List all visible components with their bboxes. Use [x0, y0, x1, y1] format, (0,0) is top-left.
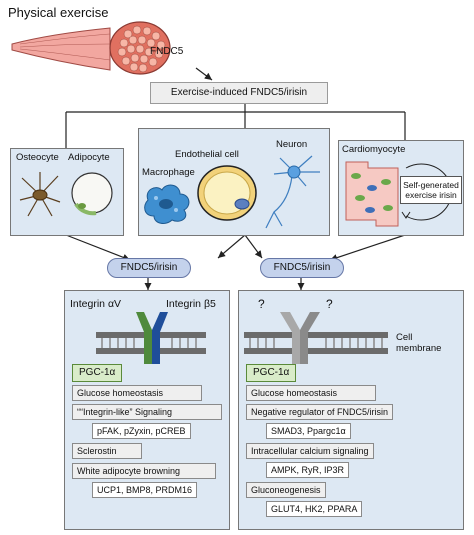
left-subitem: UCP1, BMP8, PRDM16	[92, 482, 198, 498]
right-item: Intracellular calcium signaling	[246, 443, 374, 459]
left-subitem: pFAK, pZyxin, pCREB	[92, 423, 191, 439]
neuron-icon	[265, 155, 320, 229]
cell-membrane-label: Cell membrane	[396, 332, 442, 354]
page-title: Physical exercise	[8, 5, 109, 20]
left-irisin-pill: FNDC5/irisin	[107, 258, 191, 278]
central-box: Exercise-induced FNDC5/irisin	[150, 82, 328, 104]
question-mark-right: ?	[326, 297, 333, 311]
left-pgc-box: PGC-1α	[72, 364, 123, 382]
right-irisin-pill: FNDC5/irisin	[260, 258, 344, 278]
integrin-b5-label: Integrin β5	[166, 298, 216, 310]
macrophage-label: Macrophage	[142, 167, 195, 178]
left-item: White adipocyte browning	[72, 463, 216, 479]
left-item: Sclerostin	[72, 443, 142, 459]
neuron-label: Neuron	[276, 139, 308, 150]
adipocyte-label: Adipocyte	[68, 152, 110, 163]
unknown-receptor-membrane-icon	[244, 312, 388, 364]
left-item: Glucose homeostasis	[72, 385, 202, 401]
osteocyte-icon	[19, 172, 61, 217]
cardiomyocyte-label: Cardiomyocyte	[342, 144, 406, 155]
question-mark-left: ?	[258, 297, 265, 311]
integrin-membrane-icon	[96, 312, 206, 364]
left-cells-box	[10, 148, 124, 236]
right-item: Gluconeogenesis	[246, 482, 326, 498]
right-subitem: AMPK, RyR, IP3R	[266, 462, 350, 478]
fndc5-label: FNDC5	[150, 46, 184, 57]
left-item: ““Integrin-like” Signaling	[72, 404, 222, 420]
right-subitem: GLUT4, HK2, PPARA	[266, 501, 363, 517]
osteocyte-label: Osteocyte	[16, 152, 59, 163]
cardiomyocyte-icon	[345, 161, 399, 227]
self-generated-box: Self-generated exercise irisin	[400, 176, 462, 204]
right-item: Glucose homeostasis	[246, 385, 376, 401]
endothelial-cell-icon	[197, 165, 257, 221]
integrin-av-label: Integrin αV	[70, 298, 122, 310]
macrophage-icon	[144, 184, 190, 224]
muscle-bundle-icon	[11, 21, 171, 75]
right-pgc-box: PGC-1α	[246, 364, 297, 382]
adipocyte-icon	[71, 172, 113, 216]
right-subitem: SMAD3, Ppargc1α	[266, 423, 351, 439]
right-item: Negative regulator of FNDC5/irisin	[246, 404, 394, 420]
endothelial-label: Endothelial cell	[175, 149, 239, 160]
